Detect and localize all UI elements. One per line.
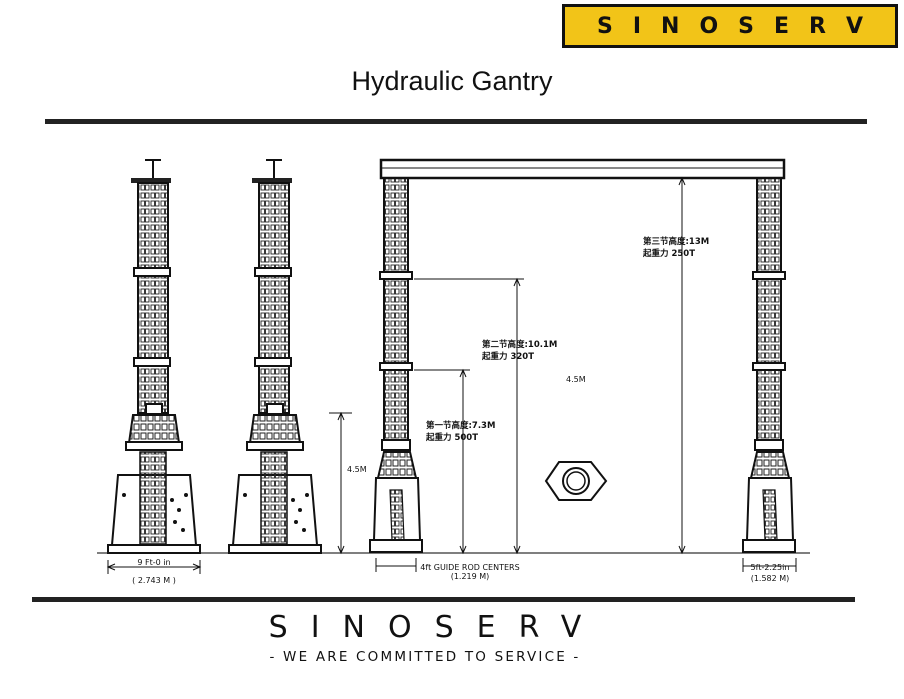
second-stage-load: 起重力 320T [481, 351, 534, 362]
width-metric-left: ( 2.743 M ) [132, 576, 176, 585]
first-stage-height: 第一节高度:7.3M [426, 420, 495, 431]
width-label-left: 9 Ft-0 in [137, 558, 170, 567]
third-stage-height: 第三节高度:13M [643, 236, 709, 247]
height-label-left: 4.5M [347, 465, 367, 474]
first-stage-load: 起重力 500T [425, 432, 478, 443]
dim-second-stage: 第二节高度:10.1M 起重力 320T 4.5M [414, 277, 586, 555]
dim-first-stage: 第一节高度:7.3M 起重力 500T [414, 368, 495, 555]
dim-third-stage: 第三节高度:13M 起重力 250T [642, 176, 709, 555]
footer-brand: SINOSERV [268, 610, 605, 645]
width-label-right: 5ft-2.25in [751, 563, 790, 572]
bottom-rule [32, 597, 855, 602]
jack-second [228, 159, 322, 554]
jack-left [107, 159, 201, 554]
dim-guide-rod: 4ft GUIDE ROD CENTERS (1.219 M) [375, 558, 520, 581]
second-stage-height: 第二节高度:10.1M [482, 339, 557, 350]
center-height-label: 4.5M [566, 375, 586, 384]
guide-rod-metric: (1.219 M) [451, 572, 490, 581]
logo-text: SINOSERV [597, 13, 883, 39]
plan-view-symbol [544, 461, 608, 501]
dim-height-left: 4.5M [329, 411, 367, 555]
dim-width-left: 9 Ft-0 in ( 2.743 M ) [106, 558, 202, 585]
gantry-frame [369, 158, 796, 553]
sinoserv-logo-bottom: SINOSERV - WE ARE COMMITTED TO SERVICE - [230, 610, 620, 665]
sinoserv-logo-top: SINOSERV [562, 4, 898, 48]
page-title: Hydraulic Gantry [351, 66, 553, 96]
third-stage-load: 起重力 250T [642, 248, 695, 259]
guide-rod-label: 4ft GUIDE ROD CENTERS [420, 563, 519, 572]
top-rule [45, 119, 867, 124]
width-metric-right: (1.582 M) [751, 574, 790, 583]
footer-slogan: - WE ARE COMMITTED TO SERVICE - [269, 649, 581, 665]
dim-width-right: 5ft-2.25in (1.582 M) [742, 558, 797, 583]
